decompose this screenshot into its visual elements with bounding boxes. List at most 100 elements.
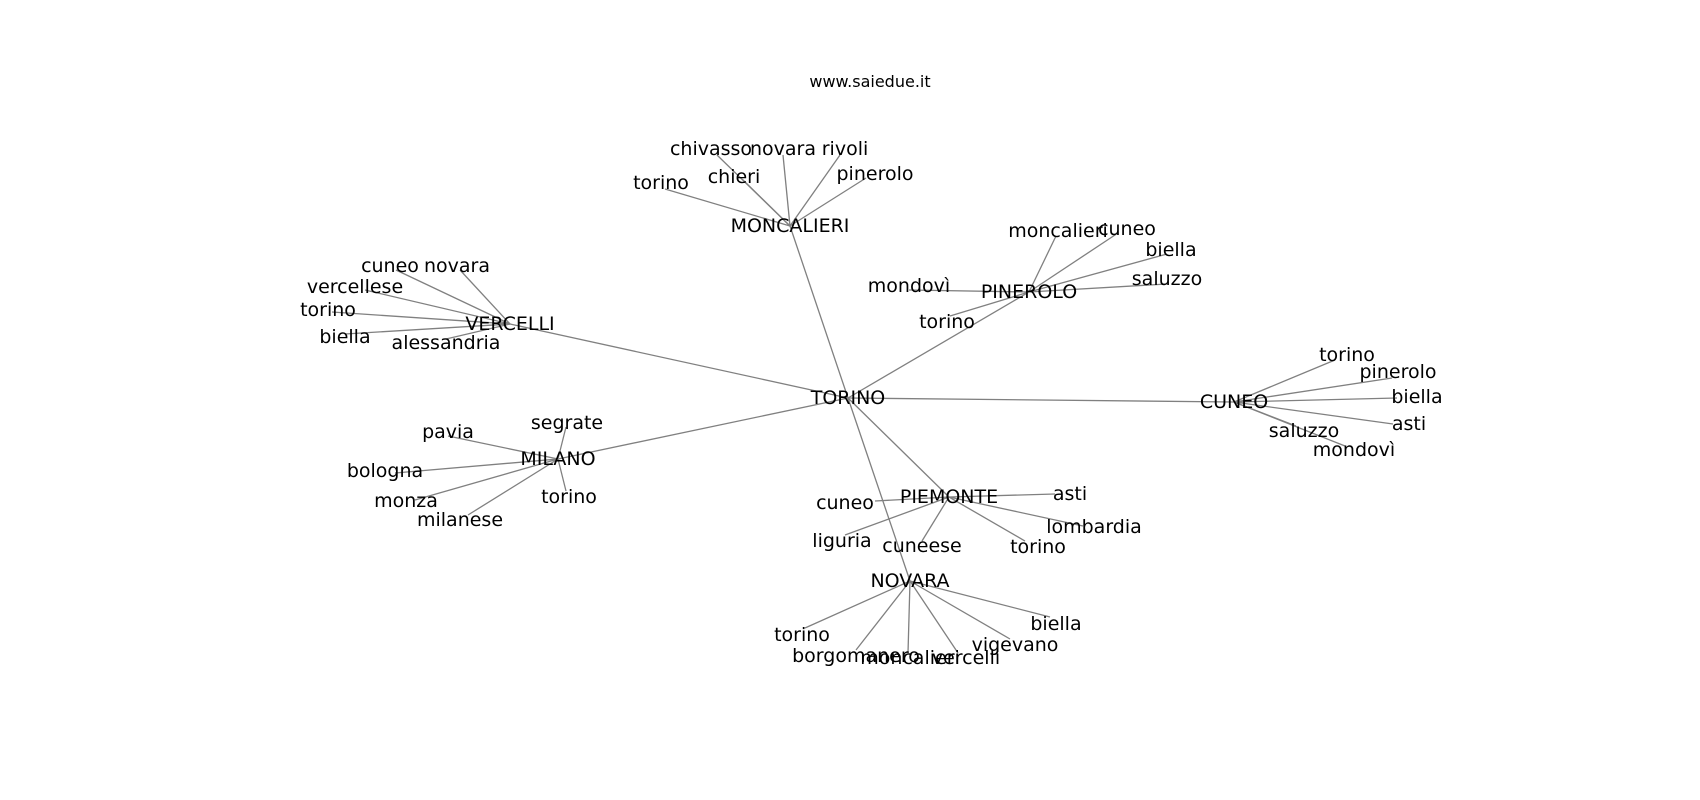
edge-piemonte-torino <box>948 496 1026 542</box>
leaf-node-milano-pavia: pavia <box>422 421 474 443</box>
leaf-node-cuneo-torino: torino <box>1319 344 1375 366</box>
leaf-node-pinerolo-saluzzo: saluzzo <box>1132 268 1202 290</box>
edge-torino-moncalieri <box>789 225 849 399</box>
edge-pinerolo-saluzzo <box>1028 283 1168 293</box>
edge-novara-vigevano <box>909 580 1011 640</box>
leaf-node-moncalieri-chivasso: chivasso <box>670 138 752 160</box>
edge-novara-torino <box>804 580 911 629</box>
edge-milano-segrate <box>557 426 567 460</box>
hub-node-novara: NOVARA <box>870 570 949 592</box>
leaf-node-moncalieri-torino: torino <box>633 172 689 194</box>
leaf-node-piemonte-asti: asti <box>1053 483 1087 505</box>
edge-milano-bologna <box>394 458 559 474</box>
leaf-node-moncalieri-novara: novara <box>750 138 816 160</box>
edge-torino-pinerolo <box>847 291 1030 399</box>
leaf-node-vercelli-biella: biella <box>319 326 370 348</box>
leaf-node-cuneo-mondovi: mondovì <box>1313 439 1395 461</box>
leaf-node-piemonte-cuneo: cuneo <box>816 492 874 514</box>
leaf-node-cuneo-biella: biella <box>1391 386 1442 408</box>
edge-piemonte-liguria <box>844 496 950 536</box>
edge-torino-cuneo <box>847 397 1235 403</box>
leaf-node-novara-moncalieri: moncalieri <box>860 647 960 669</box>
leaf-node-vercelli-novara: novara <box>424 255 490 277</box>
leaf-node-cuneo-asti: asti <box>1392 413 1426 435</box>
hub-node-torino: TORINO <box>810 387 886 409</box>
leaf-node-novara-torino: torino <box>774 624 830 646</box>
edge-vercelli-vercellese <box>364 289 511 325</box>
edge-pinerolo-mondovi <box>908 289 1030 293</box>
leaf-node-novara-vercelli: vercelli <box>932 647 1000 669</box>
graph-title: www.saiedue.it <box>809 72 930 91</box>
edge-cuneo-biella <box>1233 397 1398 403</box>
leaf-node-novara-biella: biella <box>1030 613 1081 635</box>
leaf-node-milano-segrate: segrate <box>531 412 603 434</box>
leaf-node-piemonte-torino: torino <box>1010 536 1066 558</box>
edge-piemonte-cuneo <box>874 496 950 502</box>
edge-cuneo-torino <box>1233 359 1336 403</box>
edge-torino-novara <box>847 397 911 582</box>
edge-piemonte-asti <box>948 493 1056 498</box>
hub-node-vercelli: VERCELLI <box>465 313 554 335</box>
edge-pinerolo-torino <box>949 291 1030 317</box>
leaf-node-piemonte-liguria: liguria <box>812 530 871 552</box>
leaf-node-vercelli-vercellese: vercellese <box>307 276 403 298</box>
edge-torino-milano <box>557 397 849 460</box>
edge-vercelli-novara <box>459 269 511 325</box>
edge-novara-borgomanero <box>855 580 911 651</box>
leaf-node-moncalieri-chieri: chieri <box>708 166 761 188</box>
edge-cuneo-mondovi <box>1233 401 1346 447</box>
leaf-node-piemonte-lombardia: lombardia <box>1046 516 1142 538</box>
edge-moncalieri-torino <box>664 188 791 227</box>
edge-torino-vercelli <box>509 323 849 399</box>
edge-novara-biella <box>909 580 1051 618</box>
edge-pinerolo-moncalieri <box>1028 235 1057 293</box>
leaf-node-pinerolo-moncalieri: moncalieri <box>1008 220 1108 242</box>
hub-node-pinerolo: PINEROLO <box>981 281 1077 303</box>
leaf-node-cuneo-pinerolo: pinerolo <box>1360 361 1437 383</box>
edge-moncalieri-pinerolo <box>789 177 867 227</box>
leaf-node-milano-monza: monza <box>374 490 438 512</box>
edge-vercelli-cuneo <box>395 269 511 325</box>
leaf-node-pinerolo-cuneo: cuneo <box>1098 218 1156 240</box>
edge-piemonte-cuneese <box>921 496 950 542</box>
leaf-node-novara-vigevano: vigevano <box>972 634 1059 656</box>
edge-piemonte-lombardia <box>948 496 1084 527</box>
leaf-node-piemonte-cuneese: cuneese <box>882 535 962 557</box>
edge-milano-torino <box>557 458 567 492</box>
leaf-node-moncalieri-pinerolo: pinerolo <box>837 163 914 185</box>
hub-node-moncalieri: MONCALIERI <box>731 215 850 237</box>
edge-cuneo-pinerolo <box>1233 377 1393 403</box>
edge-pinerolo-cuneo <box>1028 232 1119 293</box>
graph-labels: TORINO MONCALIERI PINEROLO VERCELLI CUNEO MIL… <box>300 138 1443 669</box>
edge-torino-piemonte <box>847 397 950 498</box>
hub-node-milano: MILANO <box>520 448 595 470</box>
leaf-node-milano-bologna: bologna <box>347 460 423 482</box>
leaf-node-pinerolo-torino: torino <box>919 311 975 333</box>
edge-novara-moncalieri <box>907 580 911 654</box>
edge-milano-monza <box>414 458 559 501</box>
edge-pinerolo-biella <box>1028 253 1168 293</box>
hub-node-piemonte: PIEMONTE <box>900 486 998 508</box>
edge-moncalieri-chieri <box>741 178 791 227</box>
leaf-node-milano-torino: torino <box>541 486 597 508</box>
edge-milano-pavia <box>447 435 559 460</box>
leaf-node-vercelli-torino: torino <box>300 299 356 321</box>
edge-cuneo-asti <box>1233 401 1394 425</box>
leaf-node-cuneo-saluzzo: saluzzo <box>1269 420 1339 442</box>
leaf-node-vercelli-cuneo: cuneo <box>361 255 419 277</box>
leaf-node-pinerolo-mondovi: mondovì <box>868 275 950 297</box>
leaf-node-novara-borgomanero: borgomanero <box>792 645 920 667</box>
edge-milano-milanese <box>467 458 559 516</box>
edge-vercelli-alessandria <box>445 323 511 340</box>
leaf-node-vercelli-alessandria: alessandria <box>392 332 501 354</box>
edge-vercelli-torino <box>331 311 511 325</box>
edge-moncalieri-rivoli <box>789 154 841 227</box>
edge-vercelli-biella <box>344 323 511 335</box>
edge-novara-vercelli <box>909 580 959 654</box>
edge-moncalieri-novara <box>782 154 791 227</box>
leaf-node-moncalieri-rivoli: rivoli <box>822 138 869 160</box>
hub-node-cuneo: CUNEO <box>1200 391 1268 413</box>
leaf-node-pinerolo-biella: biella <box>1145 239 1196 261</box>
graph-edges <box>331 154 1398 654</box>
